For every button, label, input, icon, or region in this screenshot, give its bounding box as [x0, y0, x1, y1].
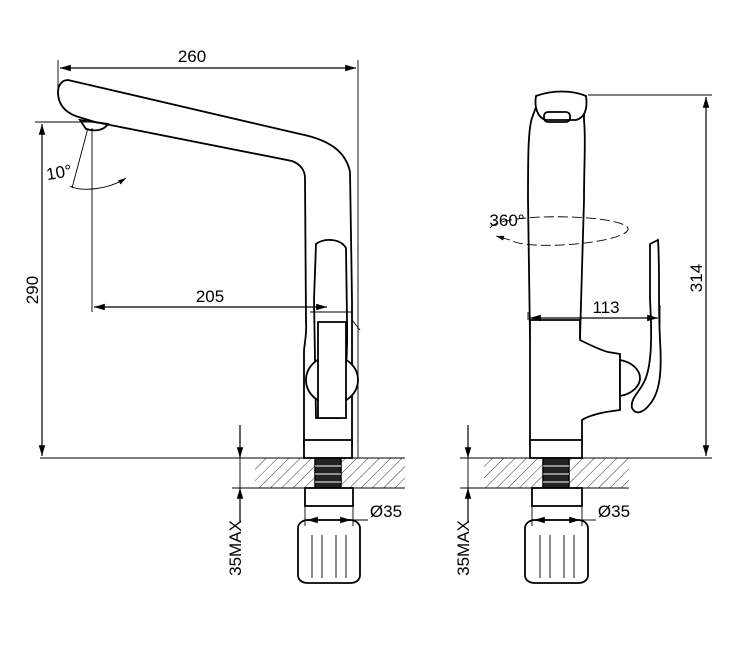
left-angle-arc — [69, 177, 127, 190]
right-view: 360° 314 113 35MAX Ø35 — [454, 90, 712, 584]
left-dim-d35: Ø35 — [370, 502, 402, 521]
right-dim-d35: Ø35 — [598, 502, 630, 521]
right-dim-314: 314 — [687, 264, 706, 292]
right-dim-113: 113 — [592, 298, 619, 317]
right-rotation: 360° — [489, 211, 524, 230]
left-nut — [297, 519, 361, 584]
right-base — [529, 439, 583, 459]
left-dim-290: 290 — [23, 276, 42, 304]
left-shank — [314, 457, 342, 489]
left-dim-205: 205 — [196, 287, 224, 306]
left-angle: 10° — [45, 161, 74, 184]
left-base — [303, 439, 353, 459]
left-dim-35max: 35MAX — [226, 520, 245, 576]
right-lever — [630, 238, 662, 414]
left-dim-260: 260 — [178, 47, 206, 66]
right-column — [527, 92, 586, 339]
right-body — [529, 319, 621, 446]
right-rotation-ellipse — [489, 216, 629, 246]
right-dim-35max: 35MAX — [454, 520, 473, 576]
left-aerator — [78, 118, 110, 132]
right-nut — [524, 519, 589, 584]
right-shank — [542, 457, 570, 489]
left-view: 260 290 205 10° 35MAX Ø35 — [23, 47, 405, 584]
